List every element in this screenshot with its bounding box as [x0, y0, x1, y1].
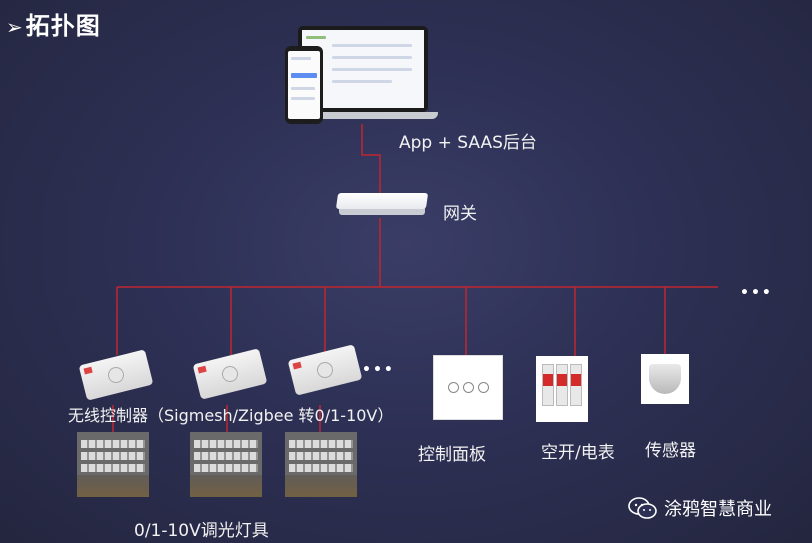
wechat-icon: [628, 497, 657, 519]
dimming-light-image-2: [190, 432, 262, 497]
control-panel-label: 控制面板: [418, 445, 486, 465]
line-app-to-gateway: [361, 124, 381, 193]
dimming-light-image-3: [285, 432, 357, 497]
more-controllers-ellipsis: •••: [362, 362, 395, 378]
sensor-label: 传感器: [645, 441, 696, 461]
more-devices-ellipsis: •••: [740, 285, 773, 301]
triangle-arrow-icon: ➢: [6, 15, 24, 39]
breaker-meter-image: [536, 356, 588, 422]
gateway-label: 网关: [443, 204, 477, 224]
wireless-controller-label: 无线控制器（Sigmesh/Zigbee 转0/1-10V）: [68, 406, 394, 425]
app-saas-label: App + SAAS后台: [399, 133, 537, 153]
dimming-lights-label: 0/1-10V调光灯具: [134, 521, 269, 541]
dimming-light-image-1: [77, 432, 149, 497]
control-panel-image: [433, 355, 503, 420]
sensor-image: [641, 354, 689, 404]
watermark-text: 涂鸦智慧商业: [664, 499, 772, 520]
page-title-text: 拓扑图: [25, 12, 101, 40]
gateway-image: [335, 193, 429, 217]
phone-image: [285, 46, 323, 124]
page-title: ➢拓扑图: [6, 6, 101, 41]
breaker-meter-label: 空开/电表: [541, 443, 615, 463]
